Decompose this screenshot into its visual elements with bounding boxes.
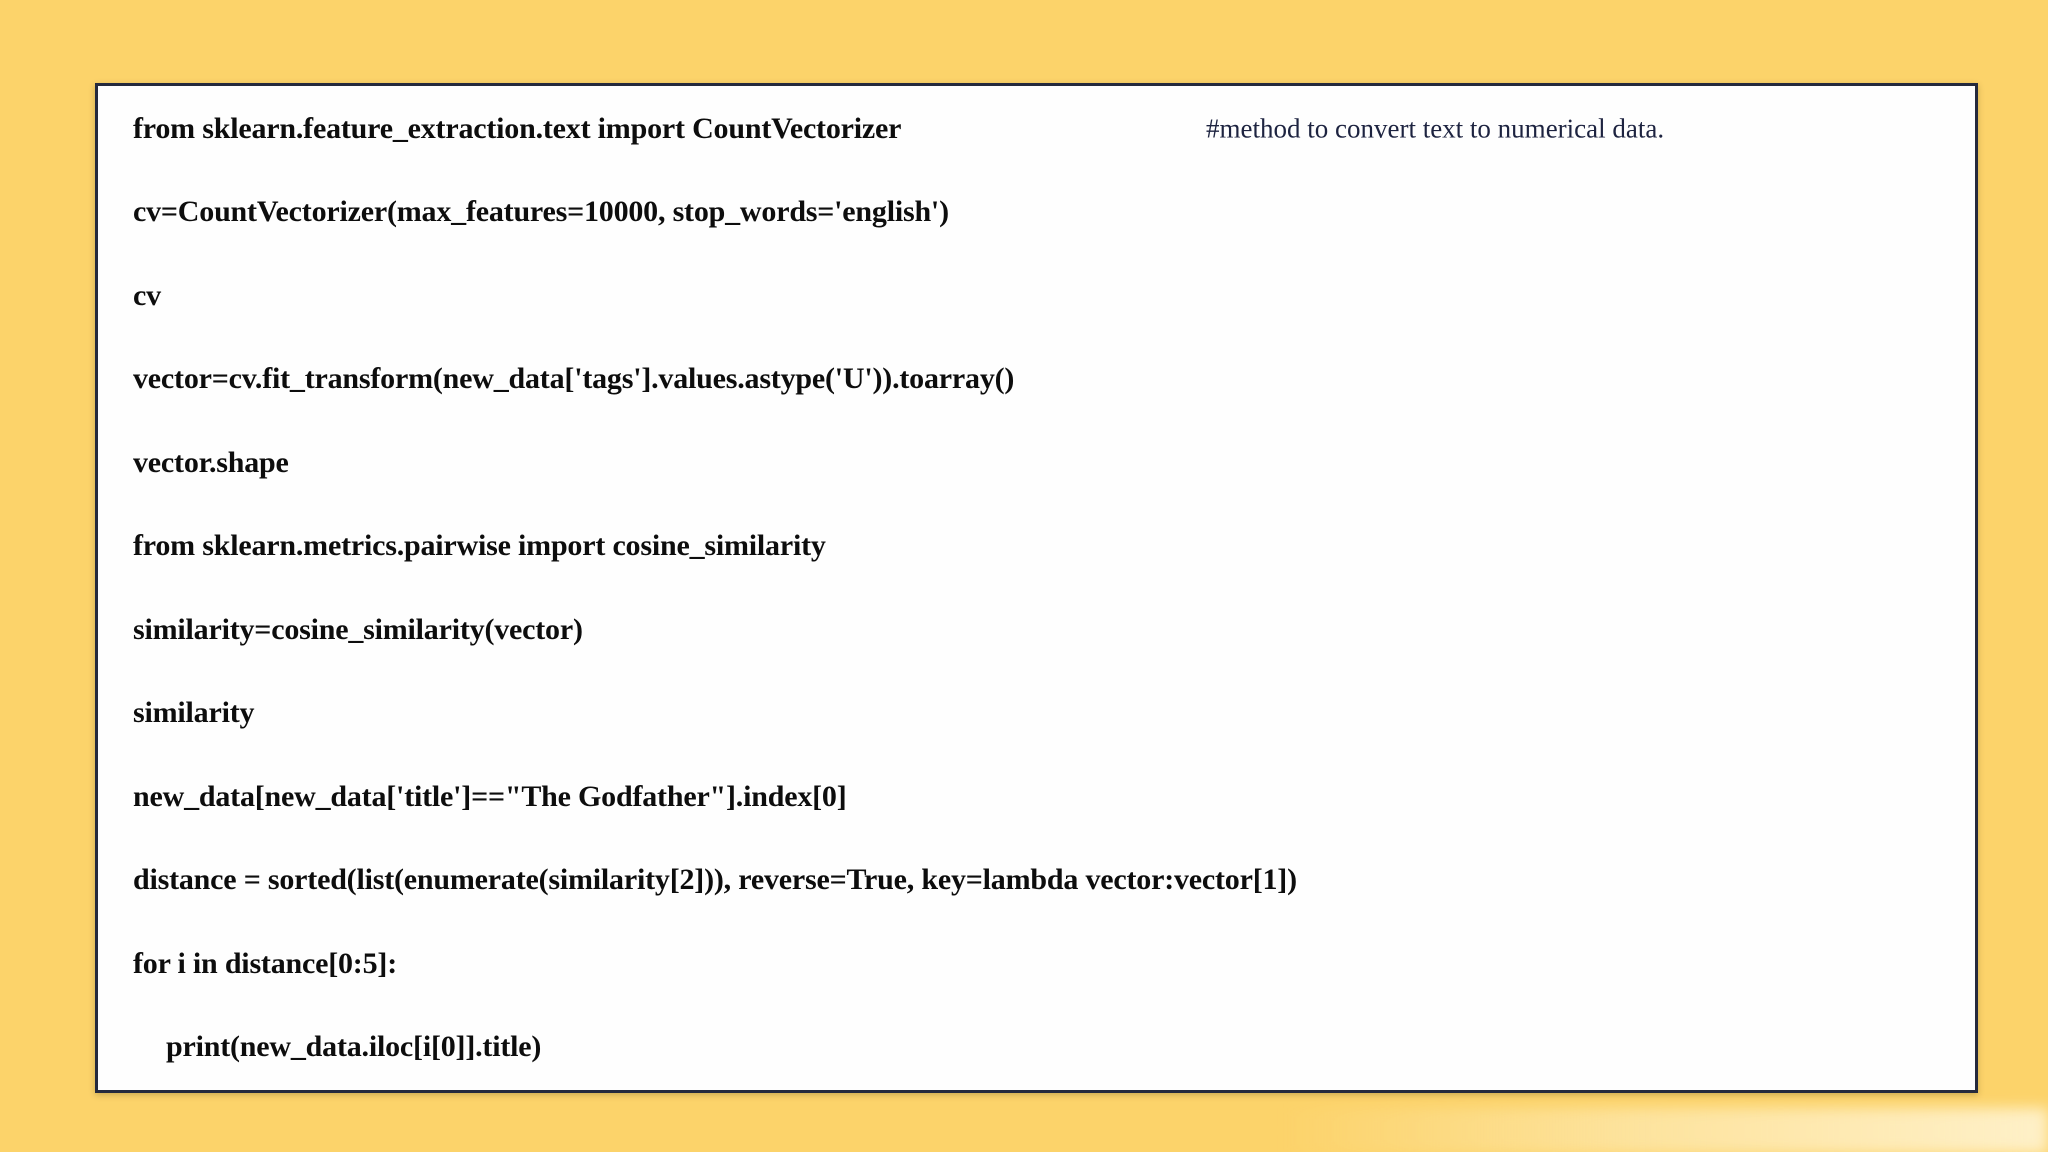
code-line: distance = sorted(list(enumerate(similar… xyxy=(133,839,1975,923)
code-line: from sklearn.metrics.pairwise import cos… xyxy=(133,505,1975,589)
code-line: vector.shape xyxy=(133,421,1975,505)
code-text: vector.shape xyxy=(133,445,289,479)
code-line: similarity=cosine_similarity(vector) xyxy=(133,588,1975,672)
code-text: vector=cv.fit_transform(new_data['tags']… xyxy=(133,362,1015,396)
code-text: new_data[new_data['title']=="The Godfath… xyxy=(133,779,847,813)
code-text: cv=CountVectorizer(max_features=10000, s… xyxy=(133,195,949,229)
code-text: similarity xyxy=(133,696,255,730)
code-line: cv xyxy=(133,254,1975,338)
bottom-right-glare xyxy=(1280,1108,2048,1152)
code-line: for i in distance[0:5]: xyxy=(133,922,1975,1006)
code-comment: #method to convert text to numerical dat… xyxy=(1206,113,1665,144)
code-line: new_data[new_data['title']=="The Godfath… xyxy=(133,755,1975,839)
code-line: cv=CountVectorizer(max_features=10000, s… xyxy=(133,171,1975,255)
code-line: from sklearn.feature_extraction.text imp… xyxy=(133,87,1975,171)
code-line: similarity xyxy=(133,672,1975,756)
code-panel: from sklearn.feature_extraction.text imp… xyxy=(95,83,1978,1093)
code-text: similarity=cosine_similarity(vector) xyxy=(133,612,583,646)
code-text: for i in distance[0:5]: xyxy=(133,946,397,980)
code-line: print(new_data.iloc[i[0]].title) xyxy=(133,1006,1975,1090)
code-line: vector=cv.fit_transform(new_data['tags']… xyxy=(133,338,1975,422)
code-text: from sklearn.feature_extraction.text imp… xyxy=(133,111,902,145)
code-text: distance = sorted(list(enumerate(similar… xyxy=(133,863,1297,897)
code-text: from sklearn.metrics.pairwise import cos… xyxy=(133,529,826,563)
code-text: print(new_data.iloc[i[0]].title) xyxy=(166,1030,542,1064)
code-text: cv xyxy=(133,278,161,312)
